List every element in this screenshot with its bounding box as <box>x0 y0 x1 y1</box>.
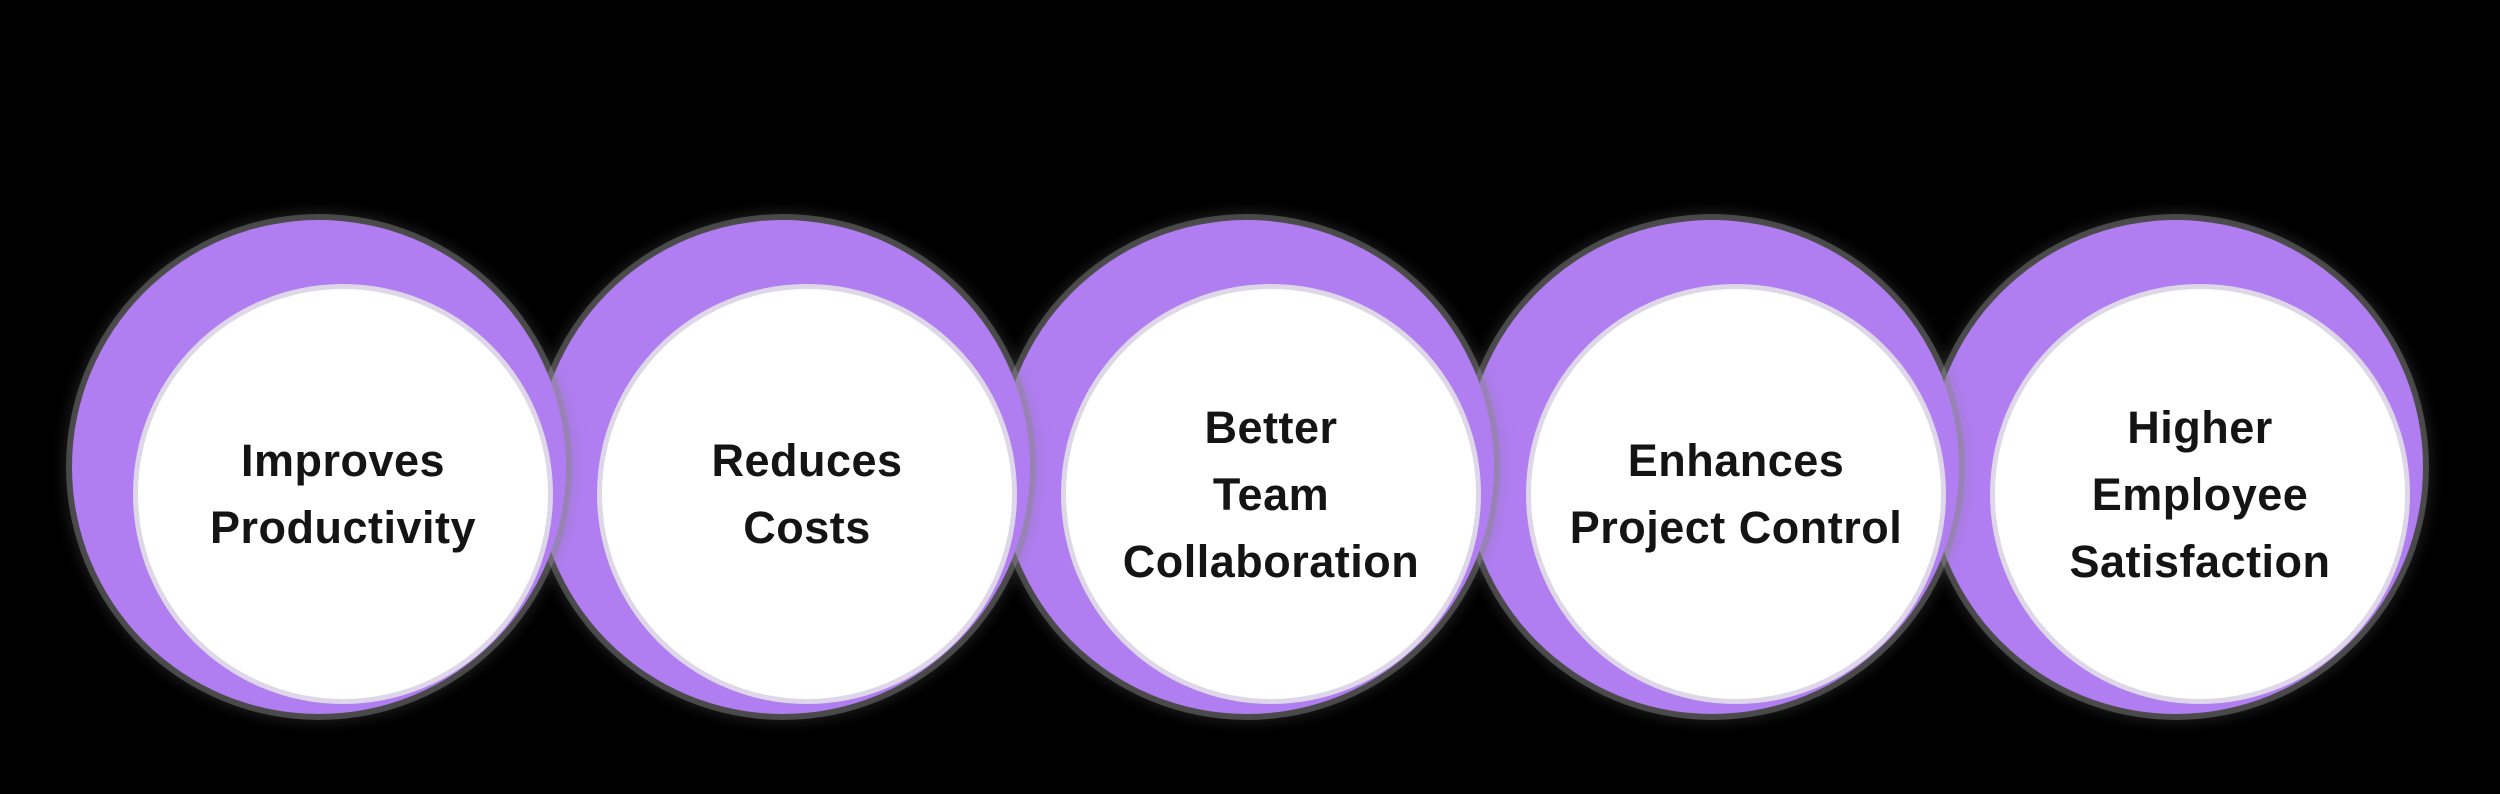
benefit-inner-circle: Improves Productivity <box>138 289 548 699</box>
benefit-label: Reduces Costs <box>711 435 903 553</box>
benefit-label: Enhances Project Control <box>1569 435 1903 553</box>
benefit-inner-circle: Higher Employee Satisfaction <box>1995 289 2405 699</box>
benefit-label: Improves Productivity <box>209 435 477 553</box>
benefit-circle-better-team-collaboration: Better Team Collaboration <box>1000 220 1494 714</box>
benefit-inner-circle: Reduces Costs <box>602 289 1012 699</box>
benefit-circle-enhances-project-control: Enhances Project Control <box>1465 220 1959 714</box>
benefit-inner-circle: Enhances Project Control <box>1531 289 1941 699</box>
benefit-circle-reduces-costs: Reduces Costs <box>536 220 1030 714</box>
benefit-circle-higher-employee-satisfaction: Higher Employee Satisfaction <box>1929 220 2423 714</box>
benefit-inner-circle: Better Team Collaboration <box>1066 289 1476 699</box>
benefit-label: Better Team Collaboration <box>1122 401 1420 587</box>
benefit-circle-improves-productivity: Improves Productivity <box>72 220 566 714</box>
benefit-label: Higher Employee Satisfaction <box>2069 401 2331 587</box>
